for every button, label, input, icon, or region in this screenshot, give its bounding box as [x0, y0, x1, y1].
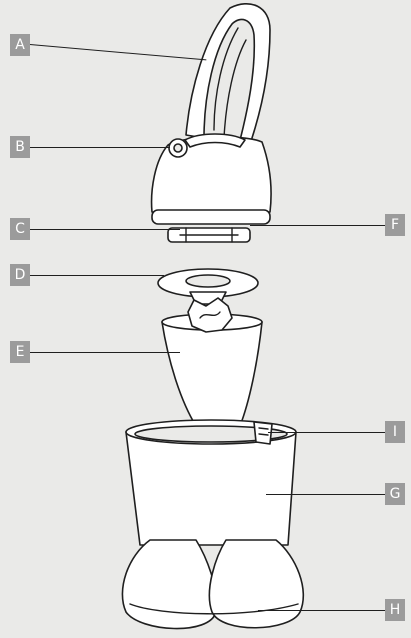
handle-loop — [185, 3, 271, 151]
label-e: E — [10, 341, 30, 363]
leader-i — [268, 432, 390, 433]
motor-unit — [150, 3, 272, 225]
label-g: G — [385, 483, 405, 505]
leader-c — [30, 229, 180, 230]
seal-ring — [157, 268, 259, 305]
outer-jug — [125, 419, 297, 546]
leader-b — [30, 147, 170, 148]
power-button-center — [173, 143, 183, 153]
handle-grip-detail — [213, 27, 247, 139]
label-d: D — [10, 264, 30, 286]
leader-e — [30, 352, 180, 353]
housing-collar — [184, 133, 246, 148]
jug-latch — [253, 421, 273, 445]
leader-g — [266, 494, 390, 495]
leader-f — [250, 225, 390, 226]
blending-cup — [161, 297, 263, 432]
housing-base-ring — [151, 209, 271, 225]
leader-d — [30, 275, 164, 276]
label-i: I — [385, 421, 405, 443]
drive-coupling — [167, 227, 251, 243]
label-a: A — [10, 34, 30, 56]
label-h: H — [385, 599, 405, 621]
leader-h — [258, 610, 390, 611]
label-f: F — [385, 214, 405, 236]
base-unit — [121, 539, 305, 630]
label-b: B — [10, 136, 30, 158]
label-c: C — [10, 218, 30, 240]
